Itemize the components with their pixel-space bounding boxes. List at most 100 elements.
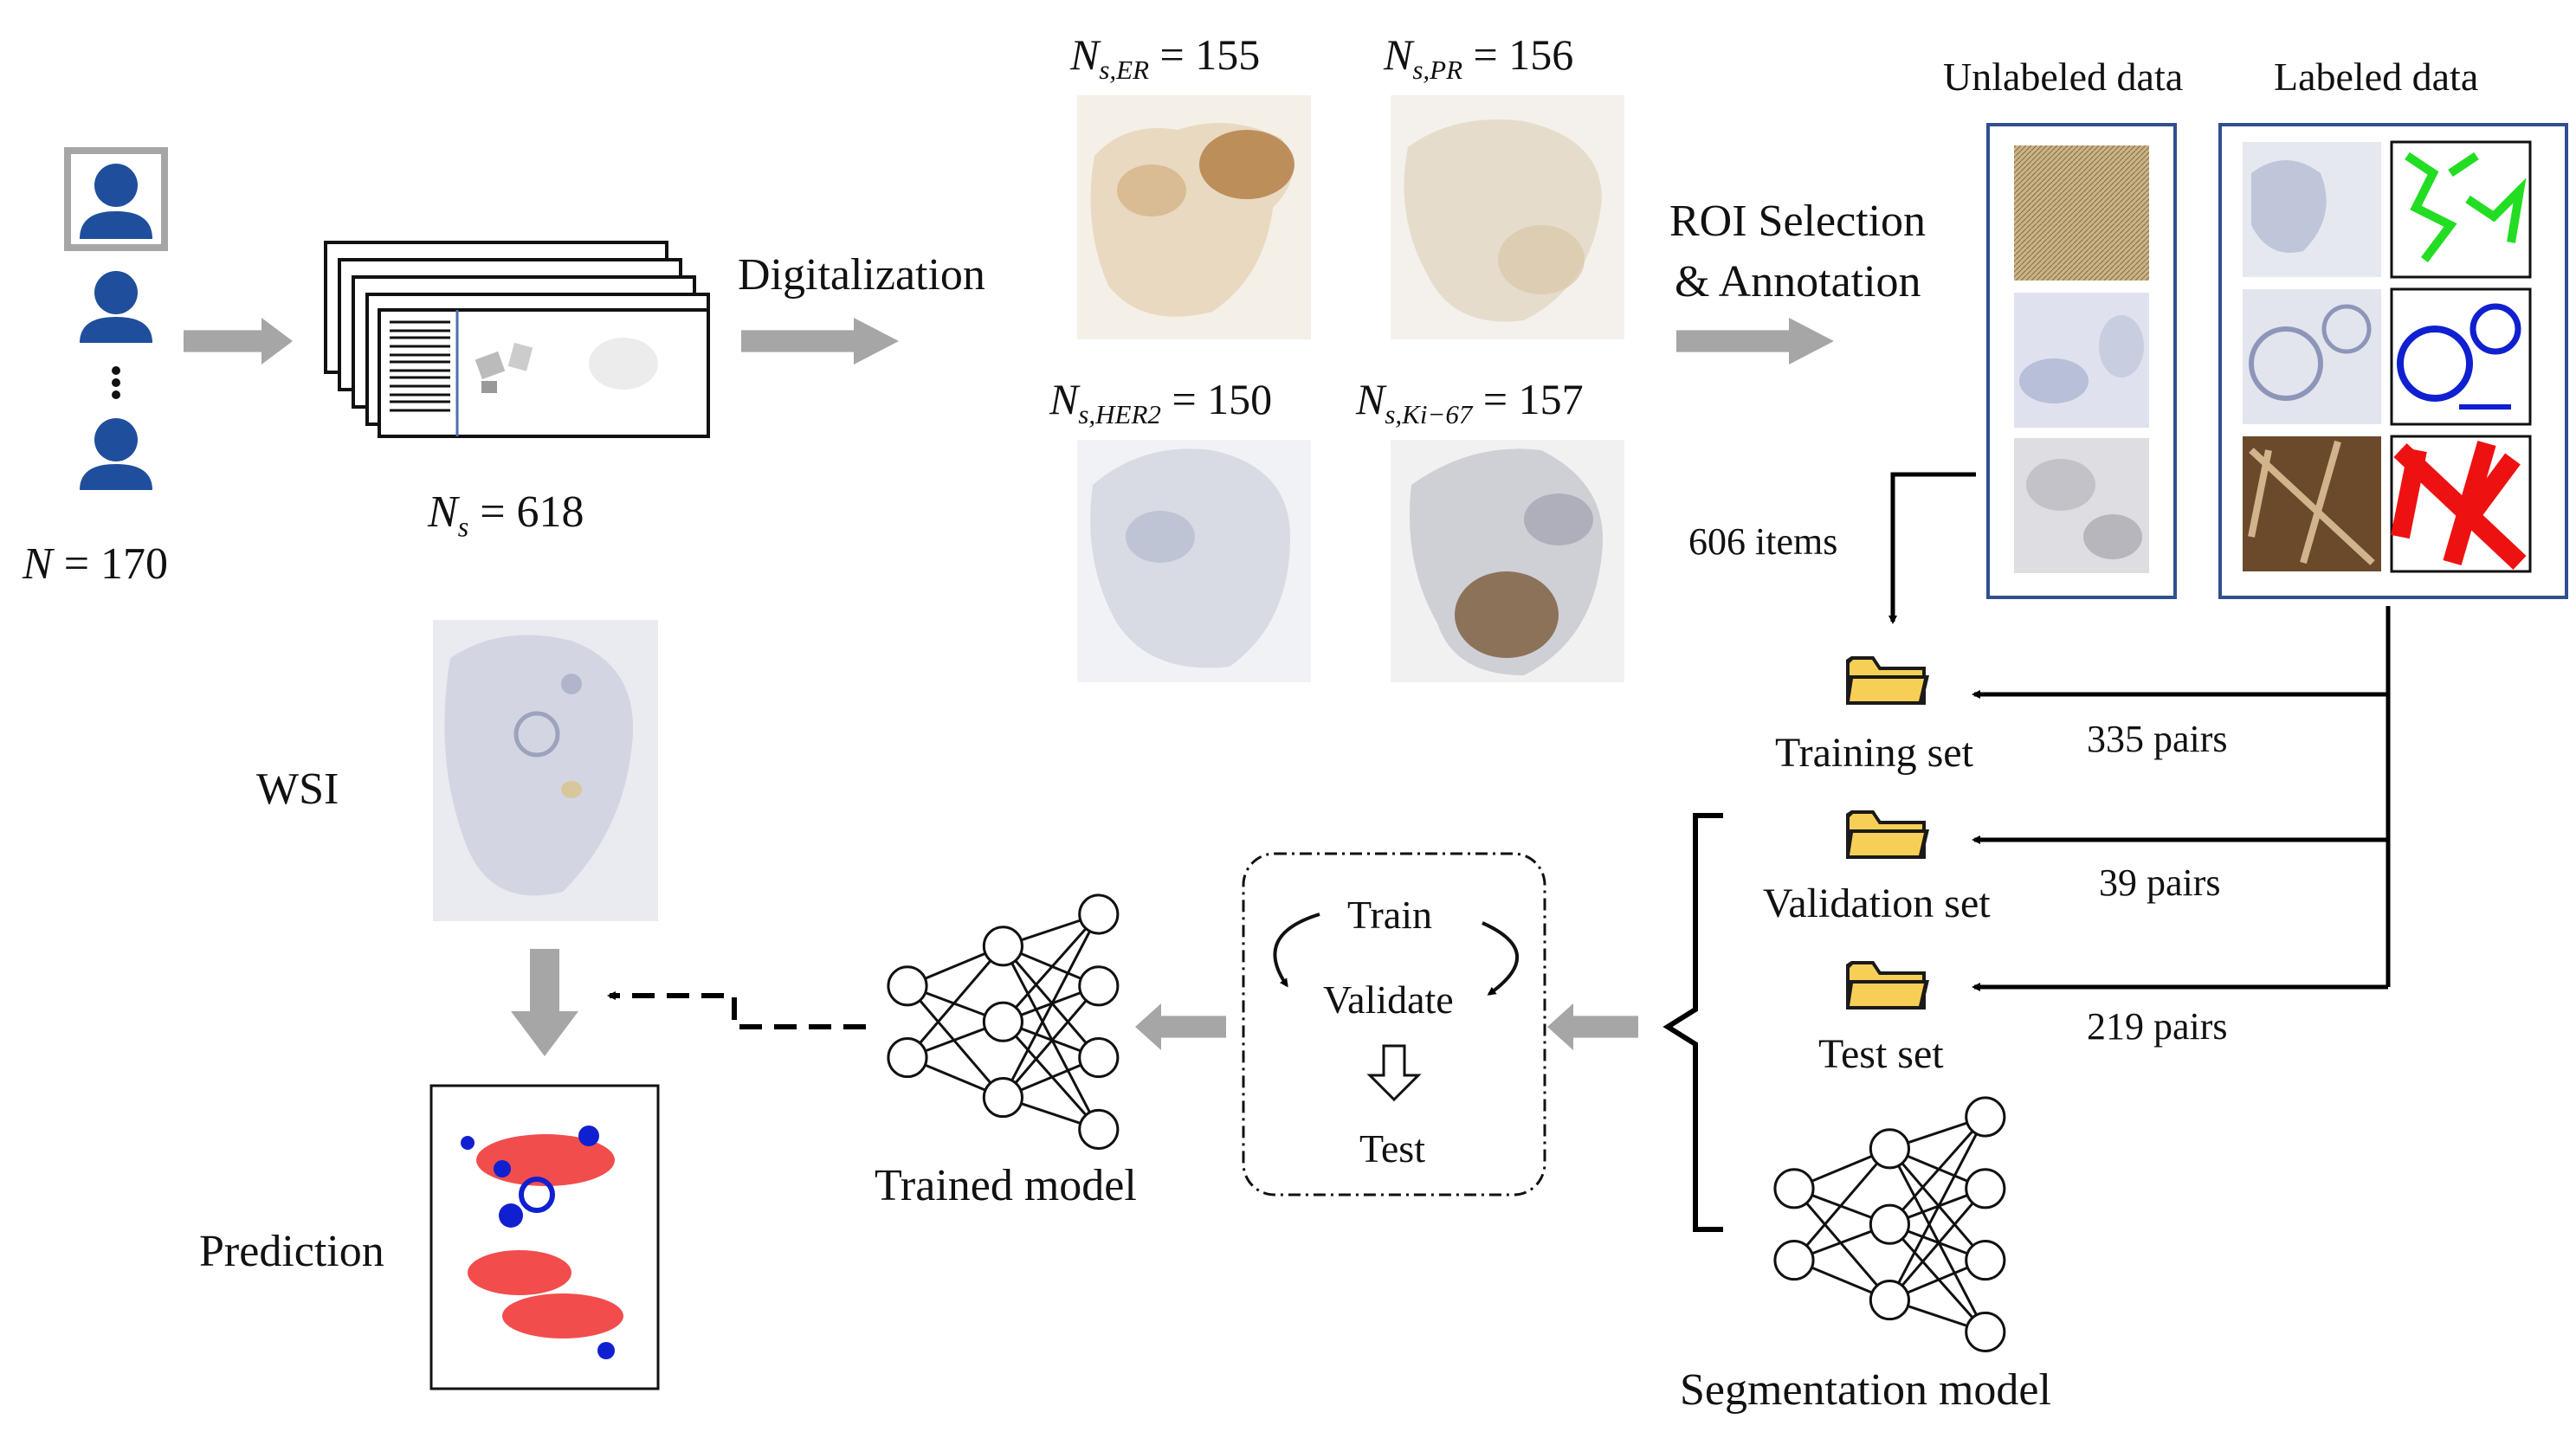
network-node [982, 926, 1023, 967]
labeled-mask-blue [2390, 287, 2532, 426]
person-icon [80, 418, 152, 490]
network-edge [1792, 1147, 1891, 1261]
ellipsis-icon [112, 366, 120, 399]
stain-pr-count: Ns,PR = 156 [1384, 30, 1574, 85]
network-node [982, 1077, 1023, 1119]
network-edge [1002, 913, 1101, 1099]
network-edge [1888, 1223, 1986, 1333]
arrow-bracket-to-loop [1547, 1003, 1638, 1050]
dashed-arrow-trained-to-prediction [607, 991, 866, 1029]
items-count-label: 606 items [1688, 520, 1838, 563]
network-edge [1002, 984, 1100, 1099]
network-edge [1888, 1148, 1987, 1333]
digitalization-label: Digitalization [738, 250, 985, 300]
labeled-data-title: Labeled data [2274, 55, 2479, 99]
person-icon [80, 271, 152, 343]
slide-stack [324, 241, 710, 438]
stain-ki67-thumbnail [1391, 440, 1624, 682]
trained-model-network [887, 893, 1120, 1150]
stain-her2-count: Ns,HER2 = 150 [1049, 375, 1273, 429]
network-edge [906, 984, 1004, 1099]
validation-folder-icon [1846, 810, 1929, 859]
labeled-image-3 [2243, 436, 2381, 571]
network-node [1869, 1280, 1910, 1321]
unlabeled-patch-blue [2014, 293, 2149, 428]
network-node [1078, 965, 1120, 1007]
arrow-roi-selection [1676, 318, 1834, 364]
unlabeled-patch-brown [2014, 145, 2149, 281]
network-edge [1002, 945, 1100, 1059]
arrow-participants-to-slides [184, 318, 293, 364]
network-node [1773, 1168, 1815, 1209]
network-node [982, 1001, 1023, 1042]
network-node [1965, 1096, 2006, 1138]
barcode-icon [390, 320, 450, 412]
labeled-mask-red [2390, 435, 2532, 573]
labeled-image-1 [2243, 142, 2381, 277]
network-edge [1002, 1021, 1100, 1131]
network-node [1773, 1240, 1815, 1281]
unlabeled-patch-gray [2014, 438, 2149, 573]
trained-model-label: Trained model [875, 1161, 1137, 1210]
training-pairs-label: 335 pairs [2087, 718, 2228, 760]
training-loop-box [1242, 852, 1546, 1197]
network-node [1869, 1203, 1910, 1245]
arrow-loop-to-trained [1135, 1003, 1226, 1050]
arrow-unlabeled-to-training [1888, 472, 1976, 624]
prediction-label: Prediction [199, 1227, 384, 1276]
network-node [887, 1037, 928, 1079]
participants-group [64, 147, 168, 490]
network-edge [1888, 1187, 1986, 1301]
unlabeled-data-title: Unlabeled data [1943, 55, 2184, 99]
training-folder-icon [1846, 656, 1929, 705]
segmentation-model-label: Segmentation model [1680, 1365, 2051, 1415]
network-edge [1792, 1187, 1891, 1301]
stain-ki67-count: Ns,Ki−67 = 157 [1356, 375, 1584, 429]
stain-pr-thumbnail [1391, 95, 1624, 339]
stain-er-thumbnail [1077, 95, 1311, 339]
arrow-wsi-to-prediction [511, 949, 578, 1056]
participants-count: N = 170 [23, 539, 169, 589]
network-node [1869, 1128, 1910, 1170]
roi-selection-label: ROI Selection [1669, 197, 1927, 246]
loop-train-label: Train [1347, 893, 1432, 937]
network-edge [906, 945, 1004, 1059]
unlabeled-data-panel [1986, 123, 2177, 599]
network-node [1078, 1037, 1120, 1079]
labeled-mask-green [2390, 140, 2532, 279]
validation-pairs-label: 39 pairs [2099, 861, 2221, 904]
loop-test-label: Test [1359, 1126, 1425, 1171]
network-edge [1888, 1116, 1986, 1226]
network-node [1078, 1108, 1120, 1150]
hollow-down-arrow [1366, 1044, 1422, 1102]
slides-count: Ns = 618 [428, 487, 584, 543]
network-edge [1888, 1147, 1986, 1261]
labeled-data-panel [2218, 123, 2568, 599]
network-node [1965, 1240, 2006, 1281]
person-icon [80, 164, 152, 239]
wsi-label: WSI [256, 764, 339, 814]
labeled-image-2 [2243, 289, 2381, 424]
arrow-digitalization [741, 318, 899, 364]
validation-set-label: Validation set [1763, 880, 1991, 926]
cycle-arrow-left [1273, 913, 1320, 988]
test-set-label: Test set [1818, 1031, 1944, 1077]
tissue-fragments [475, 338, 658, 393]
test-pairs-label: 219 pairs [2087, 1005, 2228, 1048]
prediction-image [429, 1084, 660, 1390]
segmentation-model-network [1773, 1096, 2006, 1352]
network-node [1078, 893, 1120, 935]
loop-validate-label: Validate [1323, 977, 1454, 1022]
training-set-label: Training set [1775, 730, 1973, 776]
dataset-bracket [1662, 813, 1723, 1232]
network-edge [1002, 913, 1100, 1023]
stain-her2-thumbnail [1077, 440, 1311, 682]
network-node [887, 965, 928, 1007]
network-node [1965, 1168, 2006, 1209]
test-folder-icon [1846, 961, 1929, 1009]
network-edge [1888, 1116, 1987, 1301]
network-node [1965, 1311, 2006, 1352]
annotation-label: & Annotation [1675, 257, 1921, 306]
cycle-arrow-right [1482, 921, 1519, 996]
